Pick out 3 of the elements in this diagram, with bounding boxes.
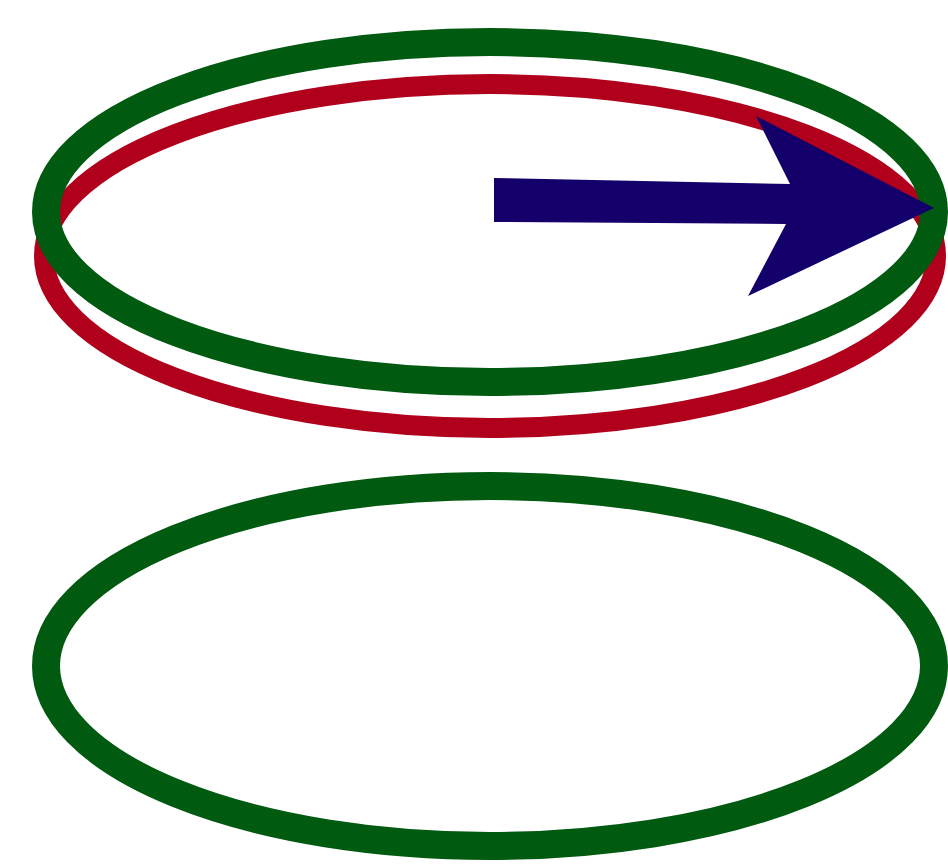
ellipse-outline (32, 28, 948, 396)
ellipse-outline (34, 74, 946, 438)
ellipse-outline (32, 472, 948, 860)
